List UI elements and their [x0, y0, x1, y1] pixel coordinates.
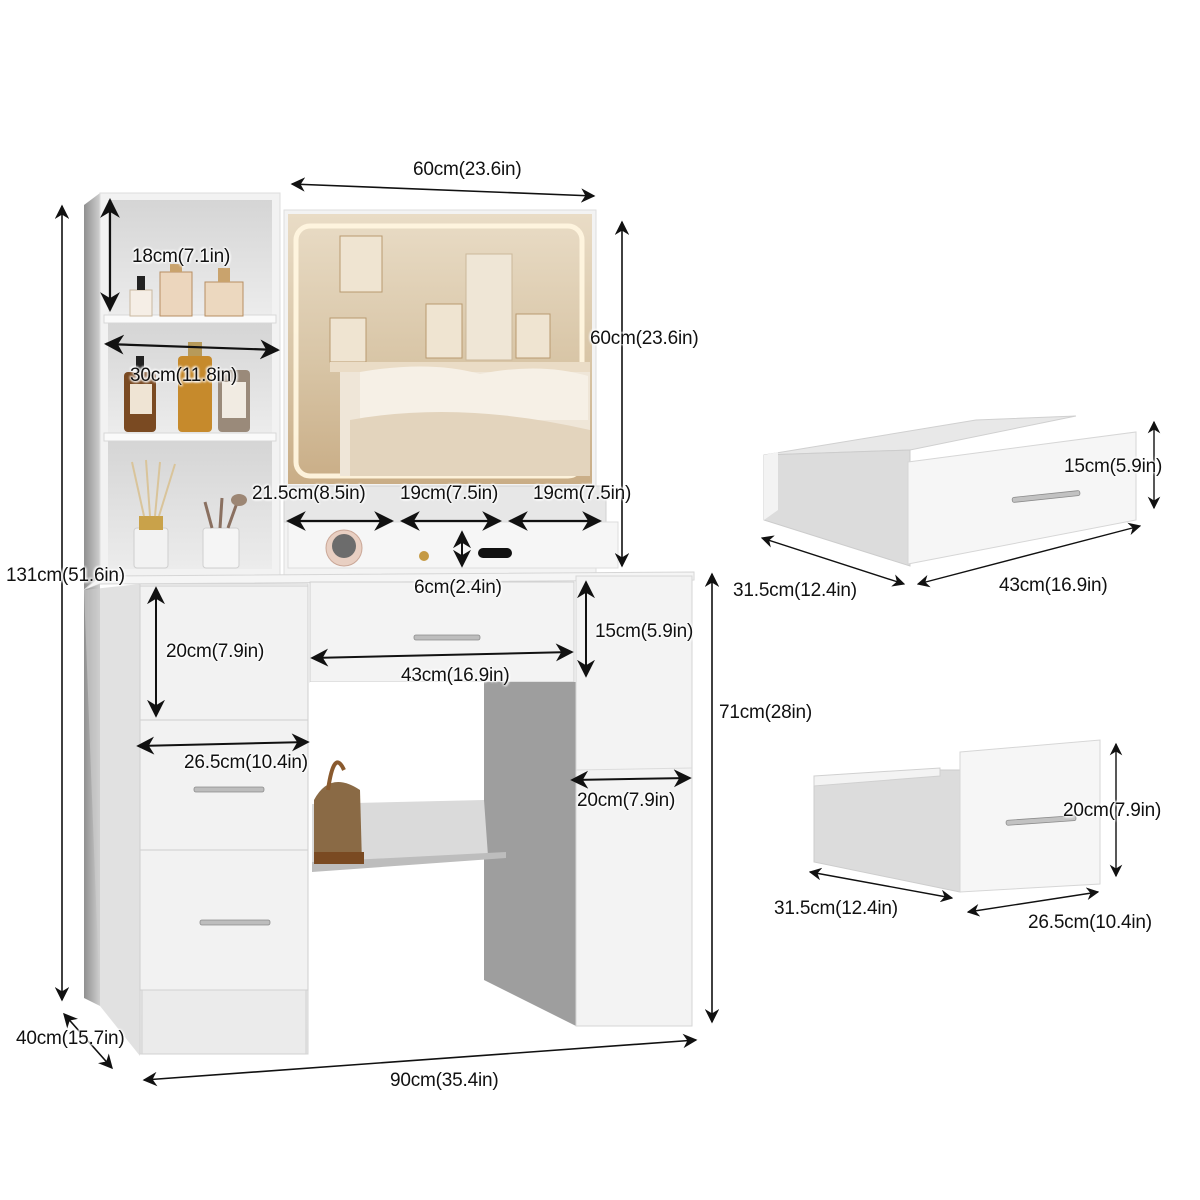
- drawer-small-arrows: [760, 420, 1161, 588]
- handbag: [314, 760, 364, 864]
- drawer-large-width-label: 26.5cm(10.4in): [1028, 912, 1152, 933]
- perfume-bottles: [129, 264, 244, 317]
- dimension-arrows: [54, 177, 720, 1087]
- mirror-width-label: 60cm(23.6in): [413, 159, 522, 180]
- center-drawer-height-label: 15cm(5.9in): [595, 621, 694, 642]
- drawer-small-height-label: 15cm(5.9in): [1064, 456, 1163, 477]
- total-width-label: 90cm(35.4in): [390, 1070, 499, 1091]
- drawer-small-width-label: 43cm(16.9in): [999, 575, 1108, 596]
- drawer-large-height-label: 20cm(7.9in): [1063, 800, 1162, 821]
- left-drawer-2: [139, 719, 309, 851]
- left-drawer-1: [139, 585, 309, 721]
- shelf-height-label: 18cm(7.1in): [132, 246, 231, 267]
- tray-right-width-label: 19cm(7.5in): [533, 483, 632, 504]
- drawer-large-arrows: [808, 742, 1123, 917]
- drawer-small-illustration: [763, 415, 1137, 567]
- total-height-label: 131cm(51.6in): [6, 565, 125, 586]
- right-cabinet-width-label: 20cm(7.9in): [577, 790, 676, 811]
- left-drawer-width-label: 26.5cm(10.4in): [184, 752, 308, 773]
- diffuser-and-brushes: [131, 459, 247, 569]
- tray-middle-width-label: 19cm(7.5in): [400, 483, 499, 504]
- drawer-handle: [1005, 815, 1077, 826]
- drawer-handle: [193, 786, 265, 793]
- left-drawer-height-label: 20cm(7.9in): [166, 641, 265, 662]
- right-cabinet: [575, 575, 693, 1027]
- drawer-large-illustration: [813, 739, 1101, 893]
- center-drawer-width-label: 43cm(16.9in): [401, 665, 510, 686]
- depth-label: 40cm(15.7in): [16, 1028, 125, 1049]
- tray-left-width-label: 21.5cm(8.5in): [252, 483, 366, 504]
- drawer-handle: [1011, 490, 1081, 503]
- mirror-height-label: 60cm(23.6in): [590, 328, 699, 349]
- drawer-front: [959, 739, 1101, 893]
- drawer-handle: [413, 634, 481, 641]
- desk-height-label: 71cm(28in): [719, 702, 813, 723]
- tray-depth-label: 6cm(2.4in): [414, 577, 502, 598]
- drawer-handle: [199, 919, 271, 926]
- drawer-large-depth-label: 31.5cm(12.4in): [774, 898, 898, 919]
- drawer-small-depth-label: 31.5cm(12.4in): [733, 580, 857, 601]
- shelf-width-label: 30cm(11.8in): [130, 365, 238, 386]
